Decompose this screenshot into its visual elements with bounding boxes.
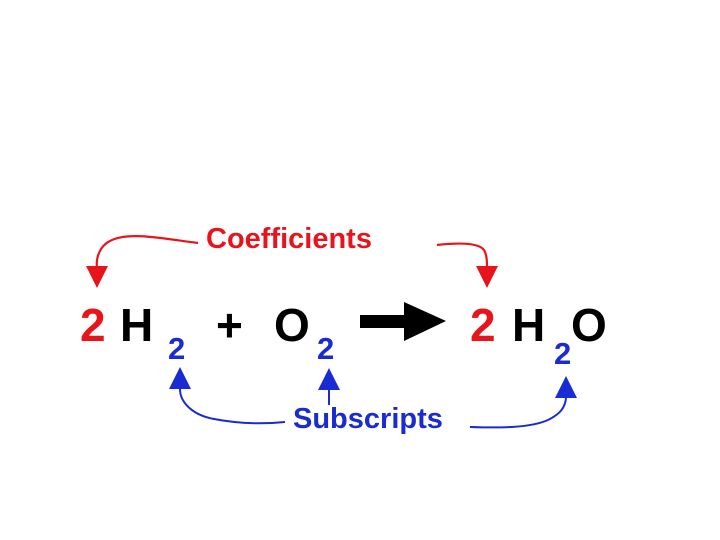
product-hydrogen-symbol: H <box>512 299 546 351</box>
coefficient-arrow-left-icon <box>95 235 199 269</box>
subscript-arrow-right-icon <box>469 397 567 429</box>
subscript-arrowhead-right-icon <box>555 376 577 398</box>
coefficients-label: Coefficients <box>206 223 372 255</box>
oxygen-symbol: O <box>274 299 310 351</box>
product-oxygen-symbol: O <box>571 299 607 351</box>
subscript-arrowhead-middle-icon <box>318 368 340 390</box>
product-hydrogen-subscript: 2 <box>554 336 572 371</box>
coefficient-arrowhead-left-icon <box>86 266 108 288</box>
oxygen-subscript: 2 <box>317 331 335 366</box>
coefficient-arrow-right-icon <box>436 242 489 269</box>
subscript-arrow-left-icon <box>179 388 286 425</box>
reactant-hydrogen-symbol: H <box>120 299 154 351</box>
coefficient-arrowhead-right-icon <box>476 266 498 288</box>
reactant-hydrogen-subscript: 2 <box>168 331 186 366</box>
subscripts-label: Subscripts <box>293 403 443 435</box>
product-coefficient: 2 <box>470 299 496 351</box>
plus-sign: + <box>216 299 243 351</box>
reactant-coefficient: 2 <box>80 299 106 351</box>
subscript-arrowhead-left-icon <box>169 367 191 389</box>
right-arrow-icon <box>360 302 446 341</box>
